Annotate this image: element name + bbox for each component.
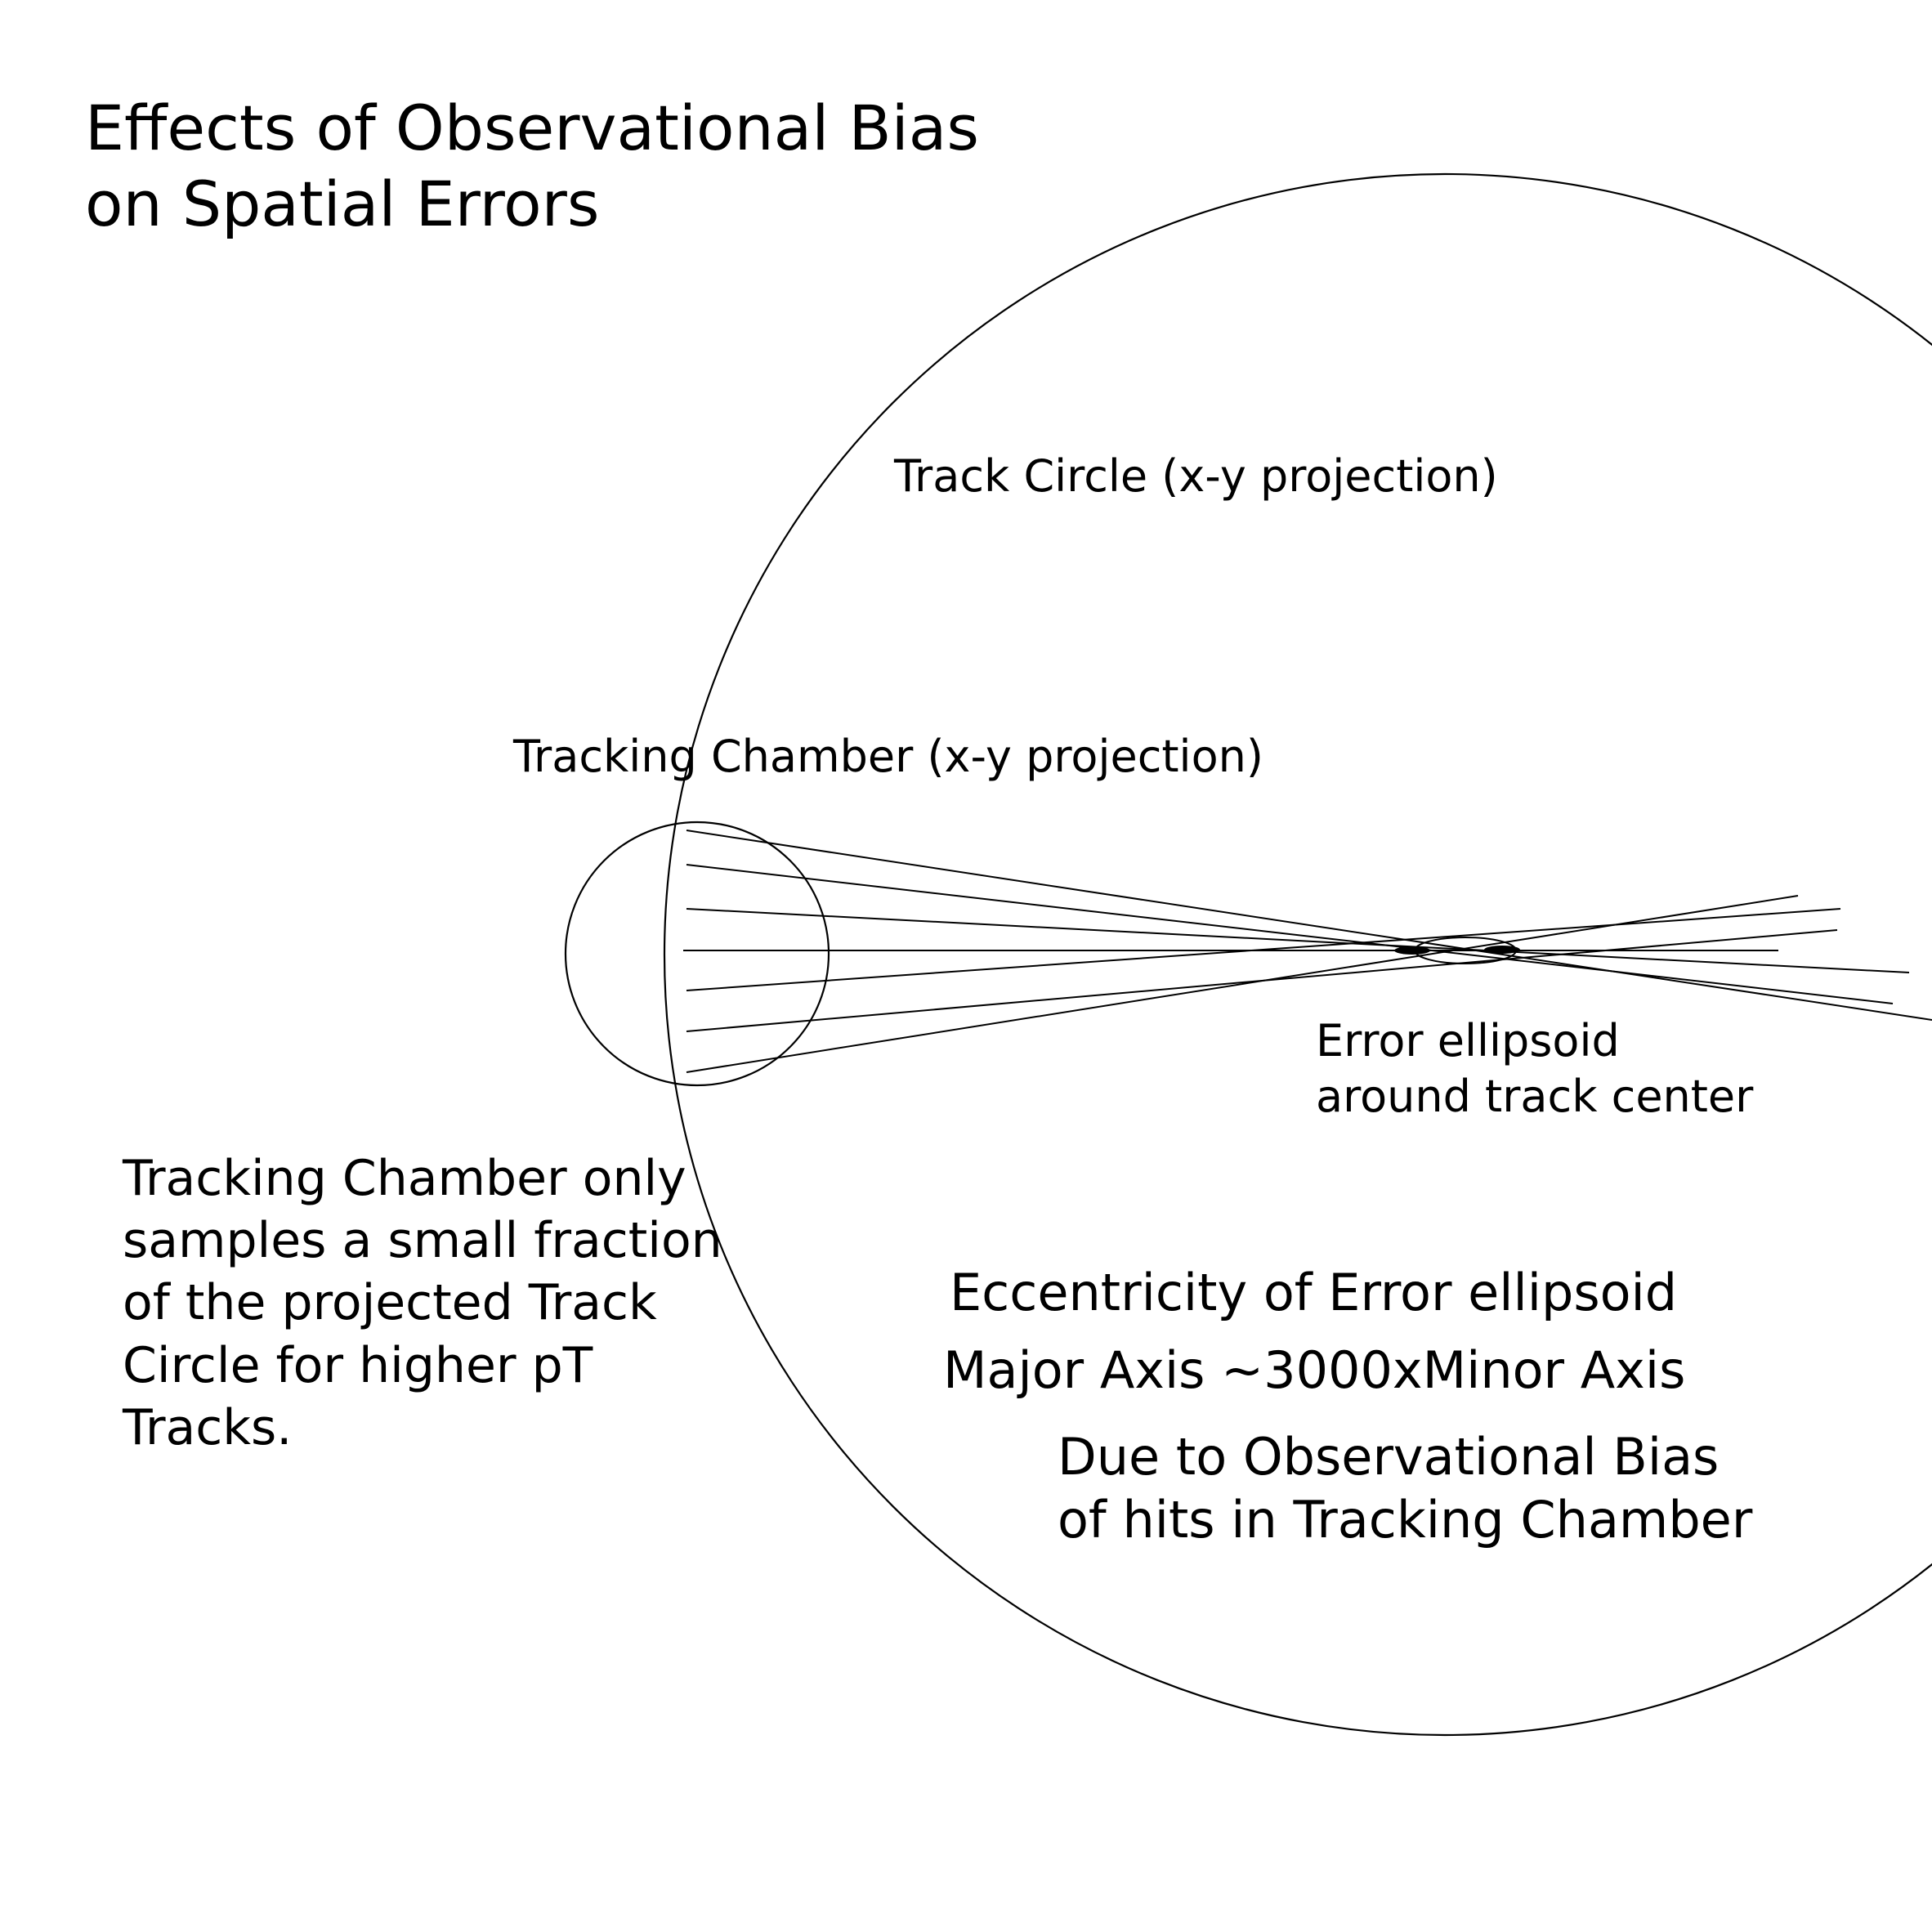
error-ellipsoid-label-line-2: around track center	[1316, 1070, 1754, 1122]
observational-bias-line-2: of hits in Tracking Chamber	[1058, 1489, 1753, 1550]
tracking-chamber-label: Tracking Chamber (x-y projection)	[513, 731, 1263, 782]
major-axis-label: Major Axis ~3000xMinor Axis	[943, 1340, 1686, 1400]
sampling-note: Tracking Chamber only samples a small fr…	[123, 1147, 722, 1459]
error-ellipsoid-core-right	[1484, 946, 1520, 954]
sampling-note-line-1: Tracking Chamber only	[123, 1150, 686, 1207]
error-ellipsoid-label-line-1: Error ellipsoid	[1316, 1015, 1620, 1067]
track-line-5	[686, 908, 1841, 991]
error-ellipsoid-core-left	[1394, 946, 1430, 955]
observational-bias-note: Due to Observational Bias of hits in Tra…	[1058, 1426, 1752, 1552]
track-circle	[664, 173, 1932, 1736]
track-line-3	[686, 908, 1910, 973]
sampling-note-line-4: Circle for higher pT	[123, 1336, 593, 1394]
diagram-title: Effects of Observational Bias on Spatial…	[85, 90, 979, 243]
track-line-1	[686, 830, 1932, 1021]
track-line-2	[686, 864, 1894, 1004]
track-fan	[683, 830, 1932, 1073]
error-ellipsoid-label: Error ellipsoid around track center	[1316, 1013, 1753, 1124]
sampling-note-line-3: of the projected Track	[123, 1274, 657, 1332]
tracking-chamber-circle	[564, 821, 830, 1087]
sampling-note-line-2: samples a small fraction	[123, 1212, 722, 1270]
title-line-1: Effects of Observational Bias	[85, 92, 979, 164]
observational-bias-line-1: Due to Observational Bias	[1058, 1427, 1720, 1487]
track-line-7	[686, 895, 1799, 1073]
sampling-note-line-5: Tracks.	[123, 1398, 293, 1456]
eccentricity-label: Eccentricity of Error ellipsoid	[950, 1263, 1678, 1322]
track-circle-label: Track Circle (x-y projection)	[894, 450, 1498, 502]
title-line-2: on Spatial Errors	[85, 168, 600, 241]
